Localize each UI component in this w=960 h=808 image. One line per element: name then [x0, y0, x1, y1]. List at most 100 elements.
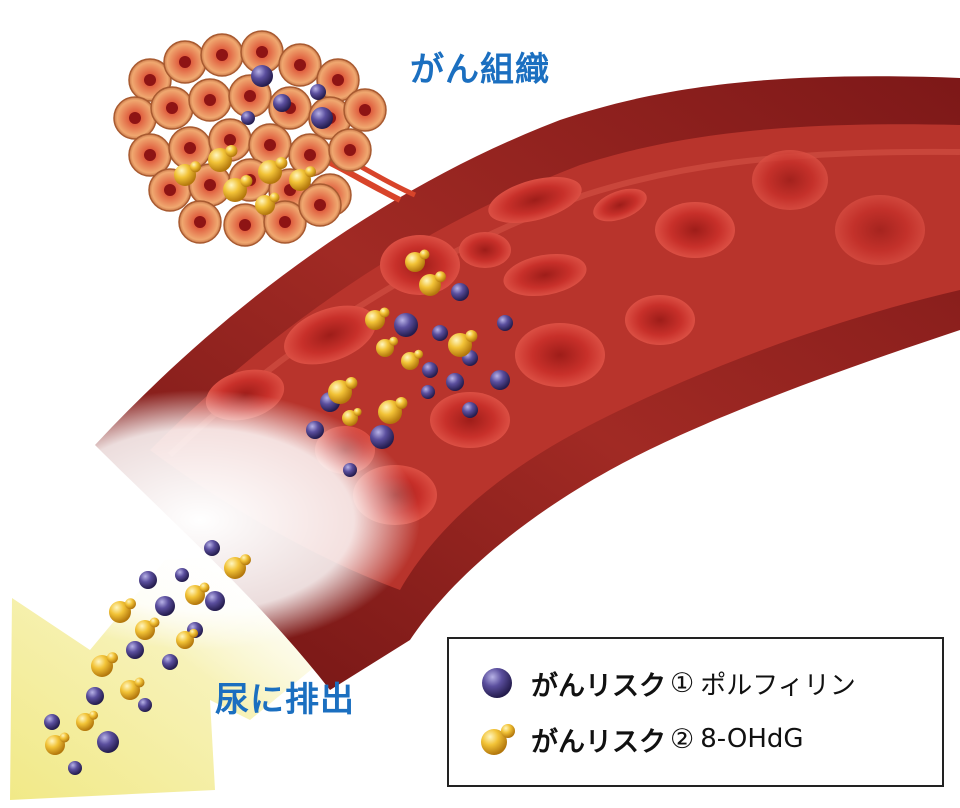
- 8-ohdg-molecule: [109, 601, 131, 623]
- cancer-tissue: [113, 30, 417, 247]
- porphyrin-molecule: [138, 698, 152, 712]
- 8-ohdg-molecule: [240, 175, 253, 187]
- 8-ohdg-molecule: [91, 655, 113, 677]
- 8-ohdg-molecule: [414, 349, 424, 359]
- cell-nucleus: [244, 90, 256, 102]
- 8-ohdg-molecule: [434, 271, 446, 283]
- 8-ohdg-molecule: [223, 178, 247, 202]
- 8-ohdg-molecule: [258, 160, 282, 184]
- cell-nucleus: [264, 139, 276, 151]
- 8-ohdg-molecule: [189, 161, 201, 173]
- porphyrin-molecule: [421, 385, 435, 399]
- 8-ohdg-molecule: [419, 249, 430, 260]
- porphyrin-molecule: [273, 94, 291, 112]
- porphyrin-molecule: [205, 591, 225, 611]
- legend-sub-label: ポルフィリン: [700, 670, 856, 701]
- cell-nucleus: [144, 74, 156, 86]
- porphyrin-molecule: [44, 714, 60, 730]
- legend-sub-label: 8-OHdG: [700, 724, 804, 754]
- 8-ohdg-molecule: [395, 397, 408, 409]
- porphyrin-molecule: [343, 463, 357, 477]
- 8-ohdg-molecule: [135, 620, 155, 640]
- 8-ohdg-molecule: [405, 252, 425, 272]
- porphyrin-molecule: [251, 65, 273, 87]
- legend-main-label: がんリスク: [531, 726, 666, 758]
- legend-item-8ohdg: がんリスク ② 8-OHdG: [477, 719, 804, 759]
- 8-ohdg-molecule: [224, 557, 246, 579]
- cell-nucleus: [144, 149, 156, 161]
- 8-ohdg-molecule: [255, 195, 275, 215]
- porphyrin-molecule: [68, 761, 82, 775]
- 8-ohdg-molecule: [448, 333, 472, 357]
- 8-ohdg-molecule: [199, 582, 210, 593]
- legend-box: がんリスク ① ポルフィリン がんリスク ② 8-OHdG: [447, 637, 944, 787]
- 8-ohdg-molecule: [89, 710, 99, 720]
- porphyrin-molecule: [86, 687, 104, 705]
- cell-nucleus: [304, 149, 316, 161]
- 8-ohdg-molecule: [176, 631, 194, 649]
- 8-ohdg-molecule: [289, 169, 311, 191]
- porphyrin-molecule: [310, 84, 326, 100]
- 8-ohdg-molecule: [389, 336, 399, 346]
- porphyrin-molecule: [175, 568, 189, 582]
- cell-nucleus: [164, 184, 176, 196]
- cell-nucleus: [224, 134, 236, 146]
- cell-nucleus: [216, 49, 228, 61]
- 8-ohdg-molecule: [353, 408, 362, 416]
- urine-excretion-label: 尿に排出: [215, 680, 355, 720]
- yellow-molecule-icon: [481, 724, 515, 755]
- cell-nucleus: [279, 216, 291, 228]
- legend-number: ②: [670, 723, 695, 755]
- 8-ohdg-molecule: [378, 400, 402, 424]
- 8-ohdg-molecule: [376, 339, 394, 357]
- porphyrin-molecule: [155, 596, 175, 616]
- cell-nucleus: [166, 102, 178, 114]
- cancer-tissue-label: がん組織: [410, 50, 550, 90]
- porphyrin-molecule: [126, 641, 144, 659]
- porphyrin-molecule: [462, 402, 478, 418]
- 8-ohdg-molecule: [106, 652, 118, 664]
- 8-ohdg-molecule: [345, 377, 358, 389]
- porphyrin-molecule: [97, 731, 119, 753]
- porphyrin-molecule: [422, 362, 438, 378]
- porphyrin-molecule: [204, 540, 220, 556]
- 8-ohdg-molecule: [59, 732, 70, 743]
- 8-ohdg-molecule: [134, 677, 145, 688]
- legend-number: ①: [670, 667, 695, 699]
- cell-nucleus: [184, 142, 196, 154]
- 8-ohdg-molecule: [76, 713, 94, 731]
- porphyrin-molecule: [311, 107, 333, 129]
- porphyrin-molecule: [306, 421, 324, 439]
- cell-nucleus: [294, 59, 306, 71]
- 8-ohdg-molecule: [174, 164, 196, 186]
- 8-ohdg-molecule: [465, 330, 478, 342]
- 8-ohdg-molecule: [401, 352, 419, 370]
- 8-ohdg-molecule: [328, 380, 352, 404]
- 8-ohdg-molecule: [379, 307, 390, 318]
- legend-item-porphyrin: がんリスク ① ポルフィリン: [477, 663, 856, 703]
- legend-main-label: がんリスク: [531, 670, 666, 702]
- porphyrin-molecule: [497, 315, 513, 331]
- 8-ohdg-molecule: [124, 598, 136, 610]
- 8-ohdg-molecule: [225, 145, 238, 157]
- 8-ohdg-molecule: [269, 192, 280, 203]
- porphyrin-molecule: [370, 425, 394, 449]
- cell-nucleus: [204, 179, 216, 191]
- porphyrin-molecule: [241, 111, 255, 125]
- porphyrin-molecule: [451, 283, 469, 301]
- 8-ohdg-molecule: [149, 617, 160, 628]
- 8-ohdg-molecule: [208, 148, 232, 172]
- 8-ohdg-molecule: [304, 166, 316, 178]
- 8-ohdg-molecule: [120, 680, 140, 700]
- fade-overlay: [0, 390, 420, 650]
- 8-ohdg-molecule: [275, 157, 288, 169]
- porphyrin-molecule: [446, 373, 464, 391]
- cell-nucleus: [239, 219, 251, 231]
- porphyrin-molecule: [432, 325, 448, 341]
- cell-nucleus: [194, 216, 206, 228]
- 8-ohdg-molecule: [419, 274, 441, 296]
- cell-nucleus: [314, 199, 326, 211]
- 8-ohdg-molecule: [185, 585, 205, 605]
